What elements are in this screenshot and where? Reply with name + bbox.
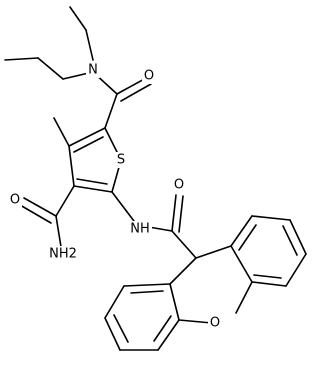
bond-thio-1	[68, 127, 106, 147]
bond-carbamoyl-O-1	[23, 197, 57, 217]
bond-C9-left	[169, 257, 197, 285]
bond-carbamoyl-C	[55, 185, 75, 217]
bond-C-O2-2	[178, 195, 184, 233]
atom-o-carbonyl: O	[174, 178, 184, 193]
bond-O-right	[235, 281, 253, 314]
bond-ethyl1-a	[69, 6, 87, 31]
bond-rb-5d	[253, 274, 282, 279]
bond-lb-2	[157, 319, 180, 351]
atom-s-thiophene: S	[117, 153, 125, 168]
bond-C9-right	[195, 245, 232, 259]
bond-thio-5	[68, 145, 75, 187]
bond-rb-3	[289, 219, 307, 255]
bonds	[4, 6, 307, 351]
bond-lb-1	[169, 283, 180, 321]
bond-rb-2	[251, 215, 291, 221]
bond-lb-6d	[130, 290, 164, 294]
bond-C-O-2	[120, 83, 152, 102]
bond-lb-4d	[113, 314, 129, 343]
bond-methyl	[53, 117, 70, 147]
bond-lb-5	[104, 285, 125, 319]
atom-n-amide: N	[88, 63, 98, 78]
bond-carbamoyl-O-2	[19, 204, 52, 224]
bond-C-O2-1	[171, 194, 177, 232]
atom-labels: N O S O NH2 NH O O	[8, 62, 222, 331]
atom-o-xanthene: O	[210, 316, 220, 331]
bond-O-left	[178, 319, 213, 324]
bond-rb-1	[230, 215, 253, 247]
bond-lb-2d	[153, 315, 172, 342]
atom-o-carbamoyl: O	[10, 193, 20, 208]
bond-rb-6	[230, 245, 253, 283]
atom-o-amide: O	[144, 69, 154, 84]
atom-nh2: NH2	[49, 247, 77, 262]
bond-ethyl2-a	[4, 57, 39, 61]
bond-rb-3d	[282, 225, 298, 256]
bond-ethyl1-b	[85, 29, 94, 61]
bond-C-C9	[171, 230, 197, 259]
bond-thio-1d	[73, 136, 104, 153]
bond-rb-1d	[238, 224, 257, 251]
atom-nh: NH	[130, 222, 150, 237]
bond-lb-4	[104, 317, 121, 351]
bond-ethyl2-b	[37, 57, 64, 80]
bond-rb-4	[285, 253, 307, 287]
bond-thio-4	[73, 185, 113, 193]
bond-C-ring	[104, 93, 118, 129]
bond-ring-NH	[111, 191, 138, 226]
bond-rb-5	[251, 281, 287, 287]
bond-thio-4d	[76, 178, 108, 185]
bond-lb-6	[123, 283, 171, 287]
